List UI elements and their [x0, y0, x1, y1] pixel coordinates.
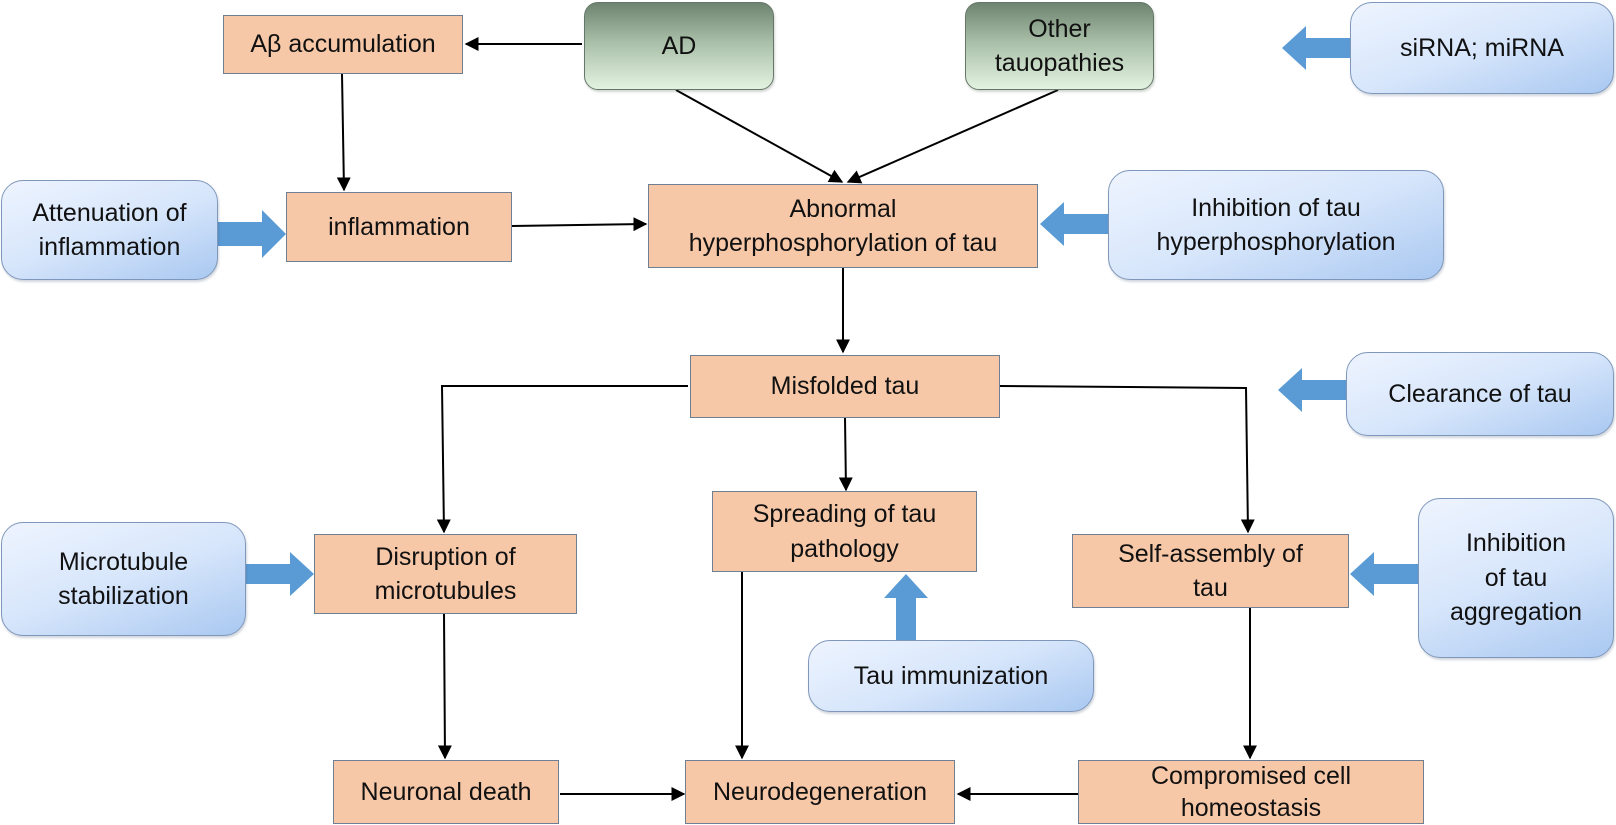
arrow-ad-to-hyperphosphorylation — [675, 89, 844, 183]
intervention-arrow-immunization — [884, 574, 928, 640]
node-tau-immunization: Tau immunization — [808, 640, 1094, 712]
node-ad: AD — [584, 2, 774, 90]
node-disruption-of-microtubules: Disruption of microtubules — [314, 534, 577, 614]
node-spreading-of-tau-pathology: Spreading of tau pathology — [712, 491, 977, 572]
intervention-arrow-attenuation — [218, 210, 286, 258]
arrow-tauopathies-to-hyperphosphorylation — [846, 89, 1059, 184]
intervention-arrow-sirna — [1282, 26, 1350, 70]
node-attenuation-of-inflammation: Attenuation of inflammation — [1, 180, 218, 280]
intervention-arrow-clearance — [1278, 368, 1346, 412]
intervention-arrow-aggregation — [1350, 552, 1418, 596]
arrow-misfolded-to-spreading — [838, 417, 853, 492]
node-clearance-of-tau: Clearance of tau — [1346, 352, 1614, 436]
arrow-abeta-to-inflammation — [336, 73, 351, 192]
node-inhibition-of-hyperphosphorylation: Inhibition of tau hyperphosphorylation — [1108, 170, 1444, 280]
node-inflammation: inflammation — [286, 192, 512, 262]
intervention-arrow-microtubule — [246, 552, 314, 596]
node-neurodegeneration: Neurodegeneration — [685, 760, 955, 824]
node-inhibition-of-aggregation: Inhibition of tau aggregation — [1418, 498, 1614, 658]
node-abeta-accumulation: Aβ accumulation — [223, 15, 463, 74]
arrow-misfolded-to-disruption — [436, 385, 688, 534]
node-abnormal-hyperphosphorylation: Abnormal hyperphosphorylation of tau — [648, 184, 1038, 268]
intervention-arrow-hyperphosphorylation — [1040, 202, 1108, 246]
node-misfolded-tau: Misfolded tau — [690, 355, 1000, 418]
arrow-disruption-to-neuronal-death — [437, 613, 452, 760]
node-compromised-cell-homeostasis: Compromised cell homeostasis — [1078, 760, 1424, 824]
node-other-tauopathies: Other tauopathies — [965, 2, 1154, 90]
node-neuronal-death: Neuronal death — [333, 760, 559, 824]
node-sirna-mirna: siRNA; miRNA — [1350, 2, 1614, 94]
node-self-assembly-of-tau: Self-assembly of tau — [1072, 534, 1349, 608]
arrow-misfolded-to-self-assembly — [999, 385, 1255, 534]
arrow-inflammation-to-hyperphosphorylation — [511, 217, 648, 232]
node-microtubule-stabilization: Microtubule stabilization — [1, 522, 246, 636]
